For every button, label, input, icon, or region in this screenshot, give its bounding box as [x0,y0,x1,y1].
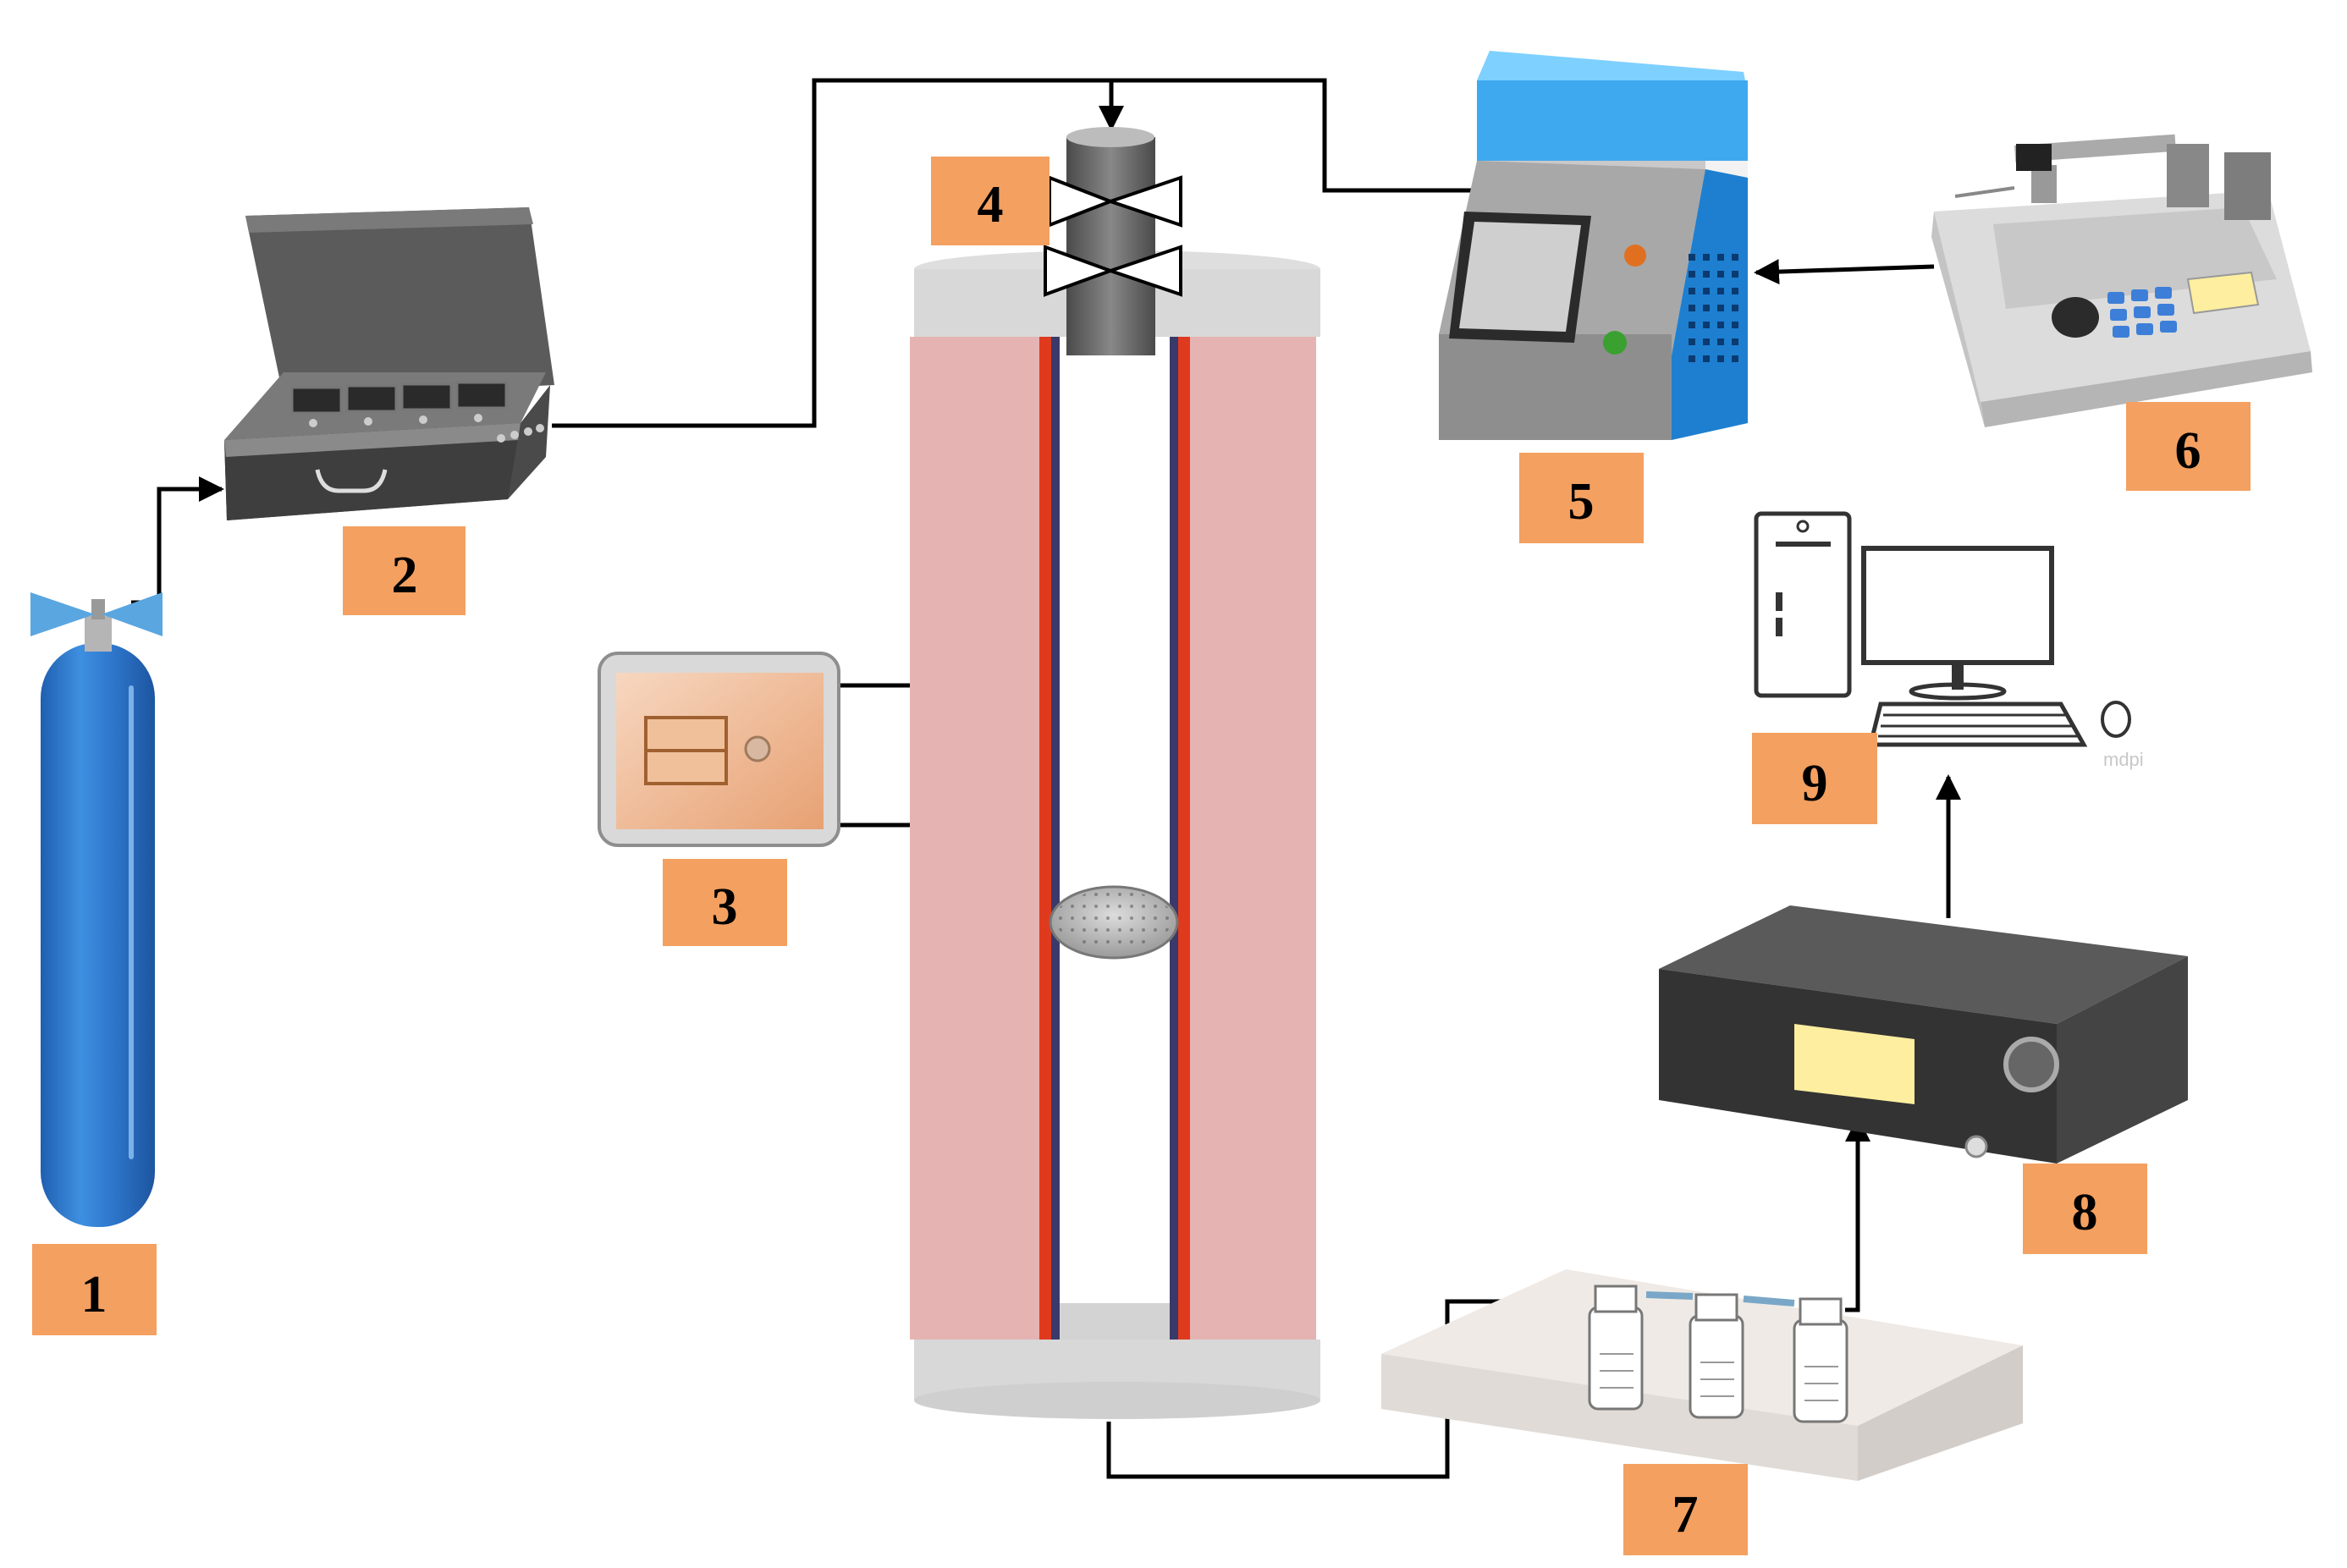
label-1: 1 [32,1244,157,1335]
analyzer-icon [1659,905,2188,1164]
svg-text:5: 5 [1568,473,1595,531]
label-3: 3 [663,859,787,946]
svg-text:7: 7 [1672,1486,1699,1543]
watermark-text: mdpi [2103,749,2144,770]
temperature-controller-icon [598,652,840,847]
heating-tube-left [1039,337,1051,1340]
svg-text:2: 2 [392,547,418,604]
gas-cylinder-icon [30,592,163,1227]
perforated-disc-icon [1049,885,1179,960]
valve-icon [1044,127,1182,355]
pipe-cylinder-to-case [131,476,224,605]
svg-text:9: 9 [1802,755,1828,812]
control-case-icon [224,207,554,520]
label-7: 7 [1623,1464,1748,1555]
svg-text:1: 1 [81,1266,107,1323]
pipe-case-to-column [552,78,1124,428]
svg-text:6: 6 [2175,422,2201,480]
svg-text:4: 4 [978,176,1004,234]
syringe-pump-icon [1931,134,2312,427]
label-5: 5 [1519,453,1644,543]
svg-text:3: 3 [712,878,738,936]
label-4: 4 [931,157,1050,245]
svg-text:8: 8 [2072,1184,2098,1241]
computer-icon: mdpi [1754,511,2144,770]
label-9: 9 [1752,733,1877,824]
label-8: 8 [2023,1164,2147,1254]
pipe-bottles-to-analyzer [1845,1116,1870,1312]
label-2: 2 [343,526,466,615]
reactor-column [910,250,1320,1419]
controller-icon [1439,51,1748,440]
pipe-column-to-bottles [1106,1289,1587,1479]
pipe-top-to-controller [1111,78,1477,193]
number-labels: 1 2 3 4 5 6 7 8 [32,157,2251,1555]
heating-tube-right [1178,337,1190,1340]
gas-bottles-icon [1381,1269,2023,1481]
pipe-syringe-to-controller [1754,259,1935,285]
label-6: 6 [2126,402,2251,491]
